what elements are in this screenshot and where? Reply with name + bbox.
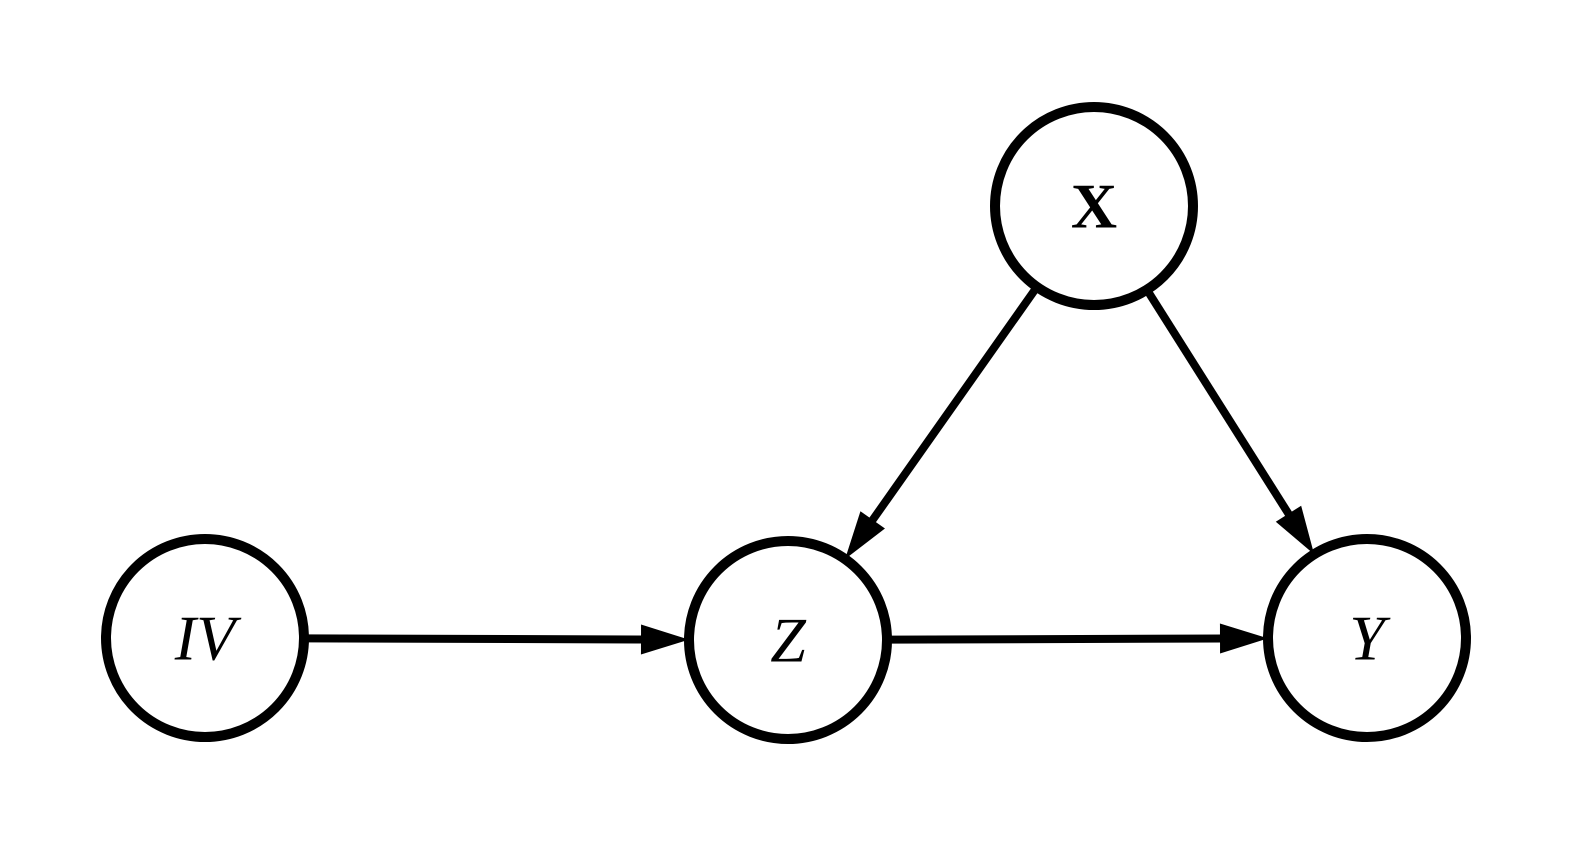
node-circle-IV xyxy=(101,534,309,742)
node-label-Z: Z xyxy=(770,605,807,676)
node-circle-Z xyxy=(684,536,892,744)
node-X: X xyxy=(990,102,1198,310)
node-circle-X xyxy=(990,102,1198,310)
arrowhead-X-Z xyxy=(845,511,885,560)
edge-line-X-Y xyxy=(1143,287,1294,520)
node-Y: Y xyxy=(1263,534,1471,742)
edge-line-Z-Y xyxy=(886,634,1225,644)
node-circle-Y xyxy=(1263,534,1471,742)
arrowhead-X-Y xyxy=(1275,505,1315,555)
arrowhead-IV-Z xyxy=(640,624,690,655)
node-label-IV: IV xyxy=(174,603,242,674)
arrowhead-Z-Y xyxy=(1219,623,1269,654)
edge-Z-Y xyxy=(886,623,1269,654)
edge-IV-Z xyxy=(303,624,690,655)
edge-line-X-Z xyxy=(867,284,1041,526)
edge-X-Y xyxy=(1143,287,1315,555)
node-label-X: X xyxy=(1071,171,1117,242)
node-label-Y: Y xyxy=(1349,603,1391,674)
edge-X-Z xyxy=(845,284,1041,560)
node-Z: Z xyxy=(684,536,892,744)
node-IV: IV xyxy=(101,534,309,742)
edge-line-IV-Z xyxy=(303,634,646,644)
